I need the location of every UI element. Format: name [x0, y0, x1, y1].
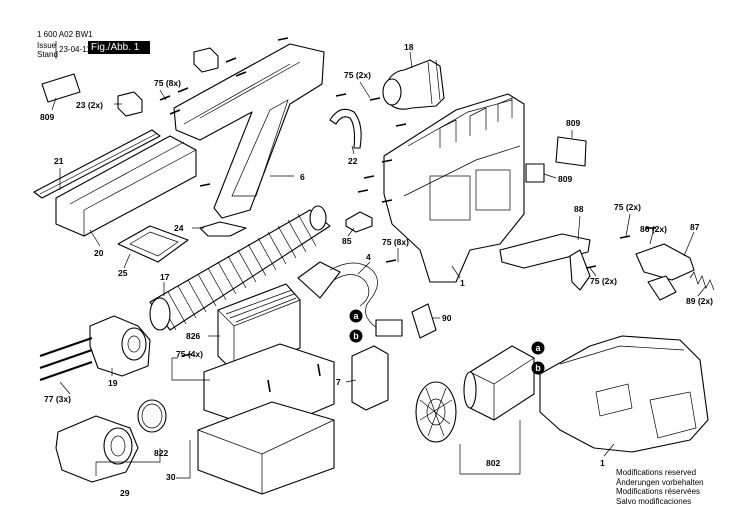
callout-23: 23 (2x) — [76, 100, 103, 110]
callout-802: 802 — [486, 458, 500, 468]
channel-20-shape — [55, 135, 197, 237]
label-809-mid-shape — [525, 163, 545, 183]
issue-label: Issue — [37, 41, 57, 50]
callout-1-cover: 1 — [600, 458, 605, 468]
callout-4: 4 — [366, 252, 371, 262]
bracket-90-shape — [411, 303, 437, 339]
callout-75-2x-lower: 75 (2x) — [590, 276, 617, 286]
housing-19-shape — [89, 315, 151, 377]
callout-75-2x-top: 75 (2x) — [344, 70, 371, 80]
callout-75-4x: 75 (4x) — [176, 349, 203, 359]
lever-88-shape — [499, 233, 591, 291]
callout-25: 25 — [118, 268, 128, 278]
callout-1-housing: 1 — [460, 278, 465, 288]
figure-tag: Fig./Abb. 1 — [88, 41, 150, 54]
wiring-4-shape — [297, 261, 403, 337]
note-modifications-en: Modifications reserved — [616, 468, 697, 477]
plate-7-shape — [351, 345, 389, 411]
screws-77-shape — [39, 337, 93, 381]
callout-7: 7 — [336, 377, 341, 387]
rail-21-shape — [33, 129, 161, 199]
adapter-29-shape — [55, 415, 139, 483]
doc-number: 1 600 A02 BW1 — [37, 30, 93, 39]
mark-a-1-text: a — [353, 311, 359, 321]
issue-date: 23-04-11 — [59, 45, 91, 54]
mark-b-2: b — [531, 361, 545, 375]
ring-822-shape — [137, 399, 167, 433]
callout-809-mid: 809 — [558, 174, 572, 184]
callout-90: 90 — [442, 313, 452, 323]
lever-87-shape — [635, 243, 695, 301]
callout-17: 17 — [160, 272, 170, 282]
button-85-shape — [345, 211, 373, 233]
main-housing-1-shape — [383, 93, 525, 283]
callout-826: 826 — [186, 331, 200, 341]
callout-24: 24 — [174, 223, 184, 233]
mark-a-1: a — [349, 309, 363, 323]
connector-18-shape — [382, 59, 445, 110]
callout-77: 77 (3x) — [44, 394, 71, 404]
cap-23-shape — [117, 47, 219, 117]
callout-29: 29 — [120, 488, 130, 498]
callout-809-left: 809 — [40, 112, 54, 122]
callout-75-8x-top: 75 (8x) — [154, 78, 181, 88]
callout-75-8x-mid: 75 (8x) — [382, 237, 409, 247]
callout-88: 88 — [574, 204, 584, 214]
callout-87: 87 — [690, 222, 700, 232]
screws-75-shape — [159, 37, 656, 393]
fan-motor-802-shape — [415, 345, 535, 443]
label-809-right-shape — [555, 136, 587, 167]
note-modifications-de: Änderungen vorbehalten — [616, 477, 704, 487]
callout-21: 21 — [54, 156, 64, 166]
handle-frame-6-shape — [173, 43, 325, 219]
callout-labels: 18 75 (2x) 75 (8x) 23 (2x) 809 21 20 6 2… — [40, 42, 713, 498]
label-809-left-shape — [41, 73, 81, 103]
container-30-shape — [197, 343, 335, 495]
gasket-24-shape — [199, 221, 247, 237]
spring-89-shape — [689, 271, 715, 291]
note-modifications-es: Salvo modificaciones — [616, 496, 692, 506]
callout-6: 6 — [300, 172, 305, 182]
mark-a-2-text: a — [535, 343, 541, 353]
seal-25-shape — [117, 225, 189, 263]
callout-19: 19 — [108, 378, 118, 388]
callout-30: 30 — [166, 472, 176, 482]
callout-89: 89 (2x) — [686, 296, 713, 306]
callout-85: 85 — [342, 236, 352, 246]
cover-1-shape — [539, 335, 709, 453]
callout-22: 22 — [348, 156, 358, 166]
mark-b-2-text: b — [535, 363, 541, 373]
callout-20: 20 — [94, 248, 104, 258]
leader-lines — [51, 51, 707, 479]
clip-22-shape — [329, 108, 362, 149]
note-modifications-fr: Modifications réservées — [616, 487, 701, 497]
callout-18: 18 — [404, 42, 414, 52]
callout-86: 86 (2x) — [640, 224, 667, 234]
callout-75-2x-right: 75 (2x) — [614, 202, 641, 212]
callout-822: 822 — [154, 448, 168, 458]
stand-label: Stand — [37, 50, 58, 59]
mark-b-1: b — [349, 329, 363, 343]
mark-b-1-text: b — [353, 331, 359, 341]
mark-a-2: a — [531, 341, 545, 355]
hose-17-shape — [149, 205, 331, 331]
callout-809-right: 809 — [566, 118, 580, 128]
